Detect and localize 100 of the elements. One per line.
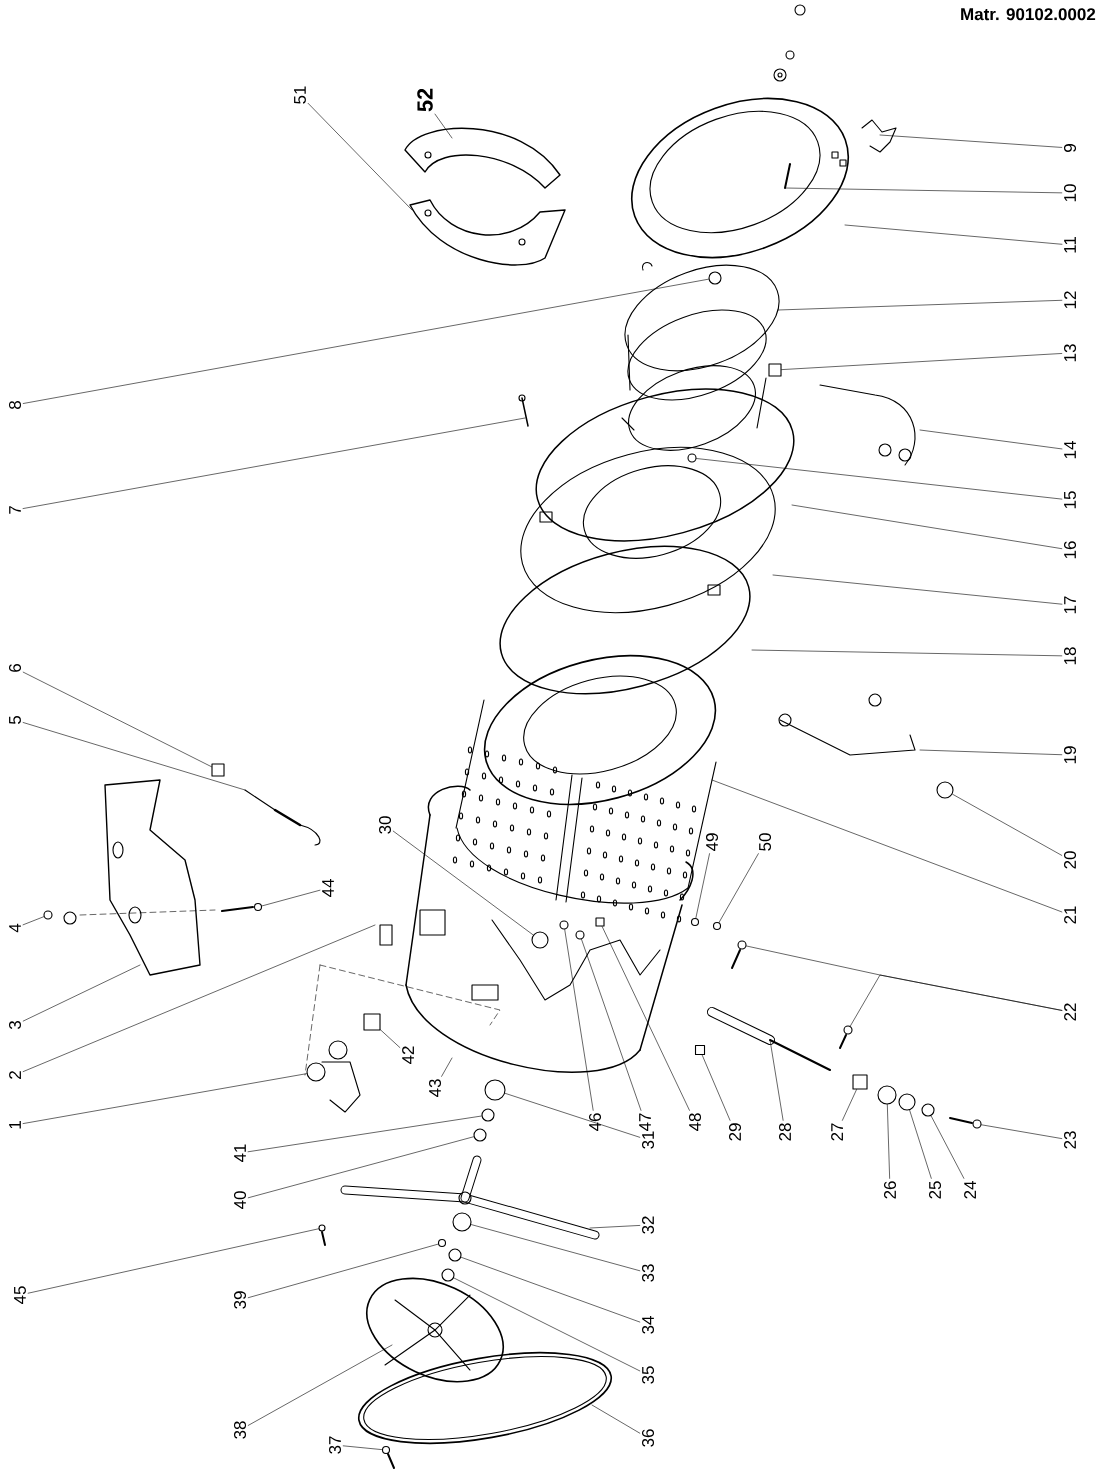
leader-line (261, 889, 321, 907)
leader-line (470, 1224, 641, 1272)
callout-number: 49 (706, 833, 719, 852)
leader-line (564, 929, 594, 1111)
callout-number: 29 (729, 1123, 742, 1141)
part-drawing (452, 1212, 472, 1232)
part-drawing (441, 1268, 455, 1282)
part-drawing (363, 1013, 381, 1031)
part-drawing (921, 1103, 935, 1117)
part-drawing (318, 1224, 326, 1232)
leader-line (591, 1404, 641, 1434)
callout-number: 46 (589, 1113, 602, 1132)
callout-number: 30 (379, 816, 392, 834)
callout-number: 25 (929, 1181, 942, 1199)
leader-line (751, 649, 1063, 657)
leader-line (460, 1256, 641, 1323)
callout-number: 48 (689, 1113, 702, 1132)
callout-number: 11 (1064, 237, 1076, 253)
callout-number: 13 (1064, 344, 1077, 362)
leader-line (380, 1029, 401, 1048)
callout-number: 43 (429, 1079, 442, 1098)
leader-line (981, 1124, 1063, 1139)
callout-number: 20 (1064, 851, 1077, 869)
leader-line (581, 939, 642, 1111)
callout-number: 8 (9, 401, 21, 409)
leader-line (27, 1228, 319, 1294)
leader-line (701, 1054, 731, 1121)
part-drawing (381, 1445, 391, 1455)
leader-line (601, 926, 690, 1111)
callout-number: 52 (417, 88, 433, 112)
part-drawing (306, 1062, 326, 1082)
leader-line (777, 299, 1063, 311)
part-drawing (531, 931, 549, 949)
leader-line (342, 1445, 383, 1450)
leader-line (952, 793, 1063, 856)
callout-number: 16 (1064, 541, 1077, 559)
leader-line (22, 671, 212, 768)
leader-line (392, 830, 534, 936)
callout-number: 3 (9, 1021, 21, 1030)
leader-line (711, 779, 1063, 913)
callout-number: 34 (642, 1316, 655, 1334)
part-drawing (484, 1079, 506, 1101)
leader-line (22, 417, 526, 509)
callout-number: 23 (1064, 1131, 1077, 1149)
callout-number: 36 (642, 1429, 655, 1447)
leader-line (504, 1093, 641, 1138)
callout-number: 28 (779, 1123, 792, 1141)
leader-line (791, 504, 1063, 549)
leader-line (22, 916, 45, 926)
callout-number: 42 (402, 1046, 414, 1065)
callout-number: 45 (14, 1286, 26, 1305)
callout-number: 40 (234, 1191, 247, 1210)
part-drawing (877, 1085, 897, 1105)
callout-number: 21 (1064, 906, 1076, 924)
leader-line (434, 113, 453, 139)
part-drawing (575, 930, 585, 940)
leader-line (930, 1115, 965, 1179)
part-drawing (211, 763, 225, 777)
leader-line (772, 574, 1063, 605)
callout-number: 50 (759, 833, 772, 851)
leader-line (919, 429, 1063, 450)
part-drawing (712, 921, 722, 931)
callout-number: 9 (1064, 144, 1077, 152)
part-drawing (852, 1074, 868, 1090)
leader-line (909, 1109, 932, 1179)
part-drawing (690, 917, 700, 927)
leader-line (718, 853, 759, 923)
callout-number: 5 (9, 716, 21, 725)
callout-number: 27 (831, 1123, 843, 1141)
callout-number: 7 (9, 506, 21, 514)
callout-number: 18 (1064, 647, 1077, 665)
leader-line (784, 187, 1063, 194)
callout-number: 14 (1064, 441, 1076, 459)
callout-number: 1 (9, 1121, 21, 1129)
leader-line (247, 1115, 482, 1153)
part-drawing (43, 910, 53, 920)
callout-number: 17 (1064, 596, 1076, 614)
callout-number: 19 (1064, 746, 1077, 764)
callout-number: 37 (329, 1436, 342, 1454)
leader-line (22, 924, 376, 1072)
leader-line (247, 1344, 393, 1426)
leader-line (453, 1277, 641, 1372)
part-drawing (437, 1238, 447, 1248)
callout-number: 4 (9, 923, 21, 933)
callout-number: 2 (9, 1071, 21, 1079)
part-drawing (972, 1119, 982, 1129)
callout-number: 35 (642, 1366, 655, 1384)
leader-line (842, 1089, 857, 1121)
leader-line (22, 722, 246, 791)
part-drawing (595, 917, 605, 927)
leader-line (844, 224, 1063, 245)
leader-line (589, 1225, 641, 1229)
leader-line (307, 103, 413, 211)
part-drawing (843, 1025, 853, 1035)
leader-line (441, 1057, 453, 1077)
leader-line (247, 1243, 439, 1298)
part-drawing (694, 1044, 706, 1056)
leader-line (22, 964, 141, 1022)
leader-line (695, 853, 710, 919)
part-drawing (473, 1128, 487, 1142)
